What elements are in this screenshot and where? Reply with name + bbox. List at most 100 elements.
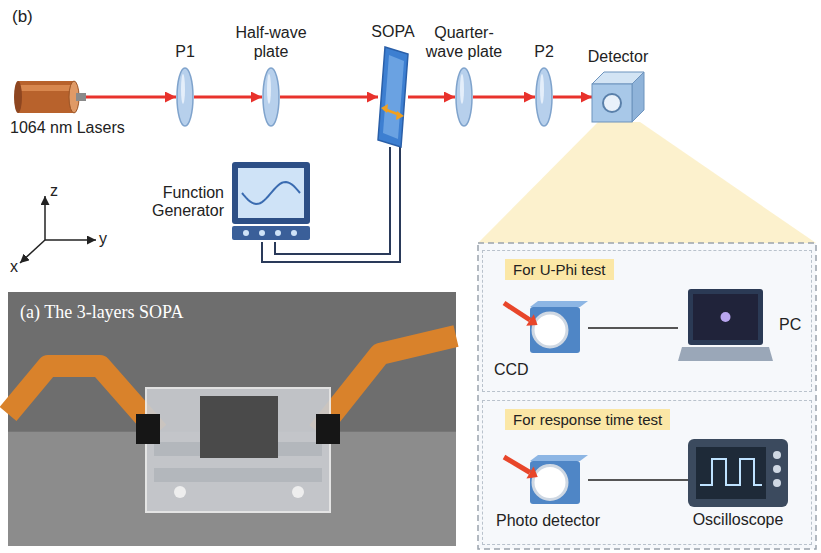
detector-panel [478, 243, 816, 549]
laptop-screen [693, 294, 758, 340]
z-axis [44, 196, 46, 240]
monitor-frame [232, 162, 310, 224]
component-label: (a) The 3-layers SOPA [20, 302, 183, 323]
polarizer: P2 [535, 67, 553, 127]
component-label: CCD [494, 361, 529, 379]
monitor-screen [238, 168, 304, 218]
monitor-knob [275, 230, 281, 236]
beam-connector [194, 96, 262, 99]
wave-plate-icon [262, 67, 280, 127]
flex-cable [8, 366, 158, 432]
oscilloscope: Oscilloscope [688, 439, 788, 507]
lens-shine [181, 74, 185, 104]
cable-connector [588, 327, 678, 329]
beam-connector [553, 96, 592, 99]
lens-shine [540, 74, 544, 104]
sopa-arrow [396, 111, 404, 120]
lens-shape [536, 68, 552, 126]
monitor-knob [291, 230, 297, 236]
y-axis [45, 239, 96, 241]
lens-shape [456, 68, 472, 126]
device-window [200, 396, 278, 458]
scope-knob [773, 465, 781, 473]
camera-body [530, 455, 588, 461]
sopa-device: SOPA [378, 47, 408, 147]
monitor-base [232, 226, 310, 240]
camera-body [530, 461, 580, 504]
component-label: Half-wave plate [229, 24, 313, 61]
laser-nozzle [76, 93, 86, 101]
beam-connector [86, 96, 176, 99]
cube-face [632, 72, 644, 122]
component-label: Function Generator [134, 184, 224, 221]
ccd-camera-icon [508, 299, 588, 357]
device-stack [146, 388, 330, 512]
light-arrow [504, 303, 530, 320]
monitor-knob [259, 230, 265, 236]
device-screw [292, 486, 304, 498]
panel-letter: (b) [12, 8, 33, 27]
light-arrow [526, 466, 537, 478]
laser-source: 1064 nm Lasers [14, 79, 86, 115]
polarizer-icon [176, 67, 194, 127]
scope-knob [773, 451, 781, 459]
oscilloscope-icon [688, 439, 788, 507]
component-label: Detector [588, 48, 648, 66]
component-label: PC [779, 316, 801, 334]
square-wave [700, 459, 762, 485]
photo-ground [8, 292, 456, 546]
component-label: Quarter- wave plate [422, 24, 506, 61]
axis-label: z [50, 182, 58, 200]
test-heading: For response time test [505, 409, 670, 430]
sine-wave [242, 182, 300, 204]
lens-shine [460, 74, 464, 104]
cable-connector [588, 479, 688, 481]
laser-body [18, 85, 74, 91]
component-label: P2 [534, 43, 554, 61]
beam-connector [473, 96, 535, 99]
wave-plate-icon [455, 67, 473, 127]
camera-lens [533, 313, 567, 347]
function-generator-icon [232, 162, 310, 242]
device-stack [154, 468, 322, 482]
laser-body [18, 81, 74, 113]
sopa-plate [383, 55, 404, 139]
device-screw [174, 486, 186, 498]
function-generator: Function Generator [232, 162, 310, 242]
detector-fan [478, 122, 816, 243]
light-arrow [526, 314, 537, 326]
camera-lens [533, 466, 567, 500]
detector-box-icon [592, 72, 644, 122]
device-clamp [316, 414, 340, 444]
pc-laptop: PC [678, 289, 773, 361]
sopa-device-icon [378, 47, 408, 147]
detector-lens [603, 94, 621, 112]
laptop-screen [688, 289, 763, 345]
component-label: Photo detector [496, 512, 600, 530]
beam-connector [280, 96, 378, 99]
axis-label: x [10, 258, 18, 276]
beam-spot [721, 312, 731, 322]
device-clamp [136, 414, 160, 444]
device-photo-icon [8, 292, 456, 546]
wave-plate: Half-wave plate [262, 67, 280, 127]
polarizer: P1 [176, 67, 194, 127]
sopa-plate [378, 47, 408, 147]
component-label: P1 [175, 43, 195, 61]
light-arrow [504, 457, 530, 473]
axis-label: y [99, 230, 107, 248]
device-photo: (a) The 3-layers SOPA [8, 292, 456, 546]
component-label: SOPA [371, 23, 414, 41]
detector-box: Detector [592, 72, 644, 122]
test-heading: For U-Phi test [505, 259, 614, 280]
camera-body [530, 301, 588, 307]
laptop-base [678, 347, 773, 361]
component-label: 1064 nm Lasers [10, 119, 125, 137]
test-region: For response time testPhoto detector Osci… [482, 400, 812, 545]
cube-face [592, 84, 632, 122]
lens-shape [263, 68, 279, 126]
laser-body [14, 81, 22, 113]
scope-screen [696, 447, 766, 499]
scope-body [688, 439, 788, 507]
camera-body [530, 307, 580, 353]
